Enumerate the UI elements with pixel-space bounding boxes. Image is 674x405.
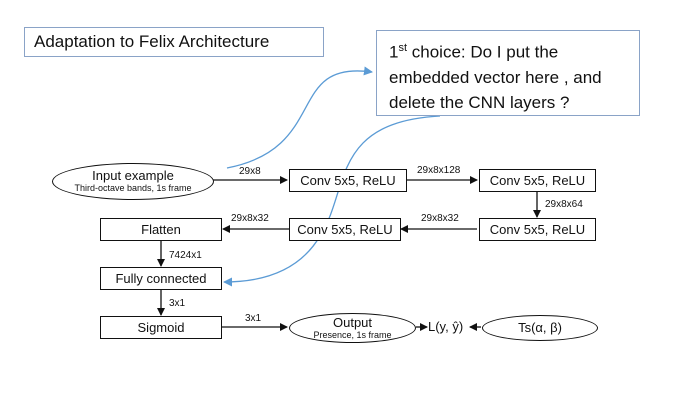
annotation-curve-input [226,66,373,169]
output-node: Output Presence, 1s frame [289,313,416,343]
edge-label-fc-sigmoid: 3x1 [169,298,186,309]
input-example-label: Input example [92,168,174,183]
conv-layer-1: Conv 5x5, ReLU [289,169,407,192]
output-label: Output [332,314,373,330]
input-example-sublabel: Third-octave bands, 1s frame [74,183,192,193]
flatten-node: Flatten [100,218,222,241]
input-example-node: Input example Third-octave bands, 1s fra… [52,163,214,200]
edge-label-input-conv1: 29x8 [239,166,261,177]
output-sublabel: Presence, 1s frame [313,329,392,340]
edge-label-conv2-conv3: 29x8x64 [545,199,583,210]
question-line-3: delete the CNN layers ? [389,92,570,112]
edge-label-conv1-conv2: 29x8x128 [417,165,461,176]
question-callout: 1st choice: Do I put the embedded vector… [376,30,640,116]
conv-layer-3: Conv 5x5, ReLU [479,218,596,241]
conv-layer-2: Conv 5x5, ReLU [479,169,596,192]
question-line-2: embedded vector here , and [389,67,602,87]
ts-node: Ts(α, β) [482,315,598,341]
loss-function-label: L(y, ŷ) [428,319,464,334]
annotation-curve-fc [223,115,441,287]
sigmoid-node: Sigmoid [100,316,222,339]
edge-label-conv3-conv4: 29x8x32 [421,213,459,224]
question-line-1: 1st choice: Do I put the [389,42,559,62]
slide-title: Adaptation to Felix Architecture [24,27,324,57]
conv-layer-4: Conv 5x5, ReLU [289,218,401,241]
edge-label-flatten-fc: 7424x1 [169,250,202,261]
edge-label-conv4-flatten: 29x8x32 [231,213,269,224]
edge-label-sigmoid-output: 3x1 [245,313,262,324]
ts-label: Ts(α, β) [518,320,562,335]
fully-connected-node: Fully connected [100,267,222,290]
